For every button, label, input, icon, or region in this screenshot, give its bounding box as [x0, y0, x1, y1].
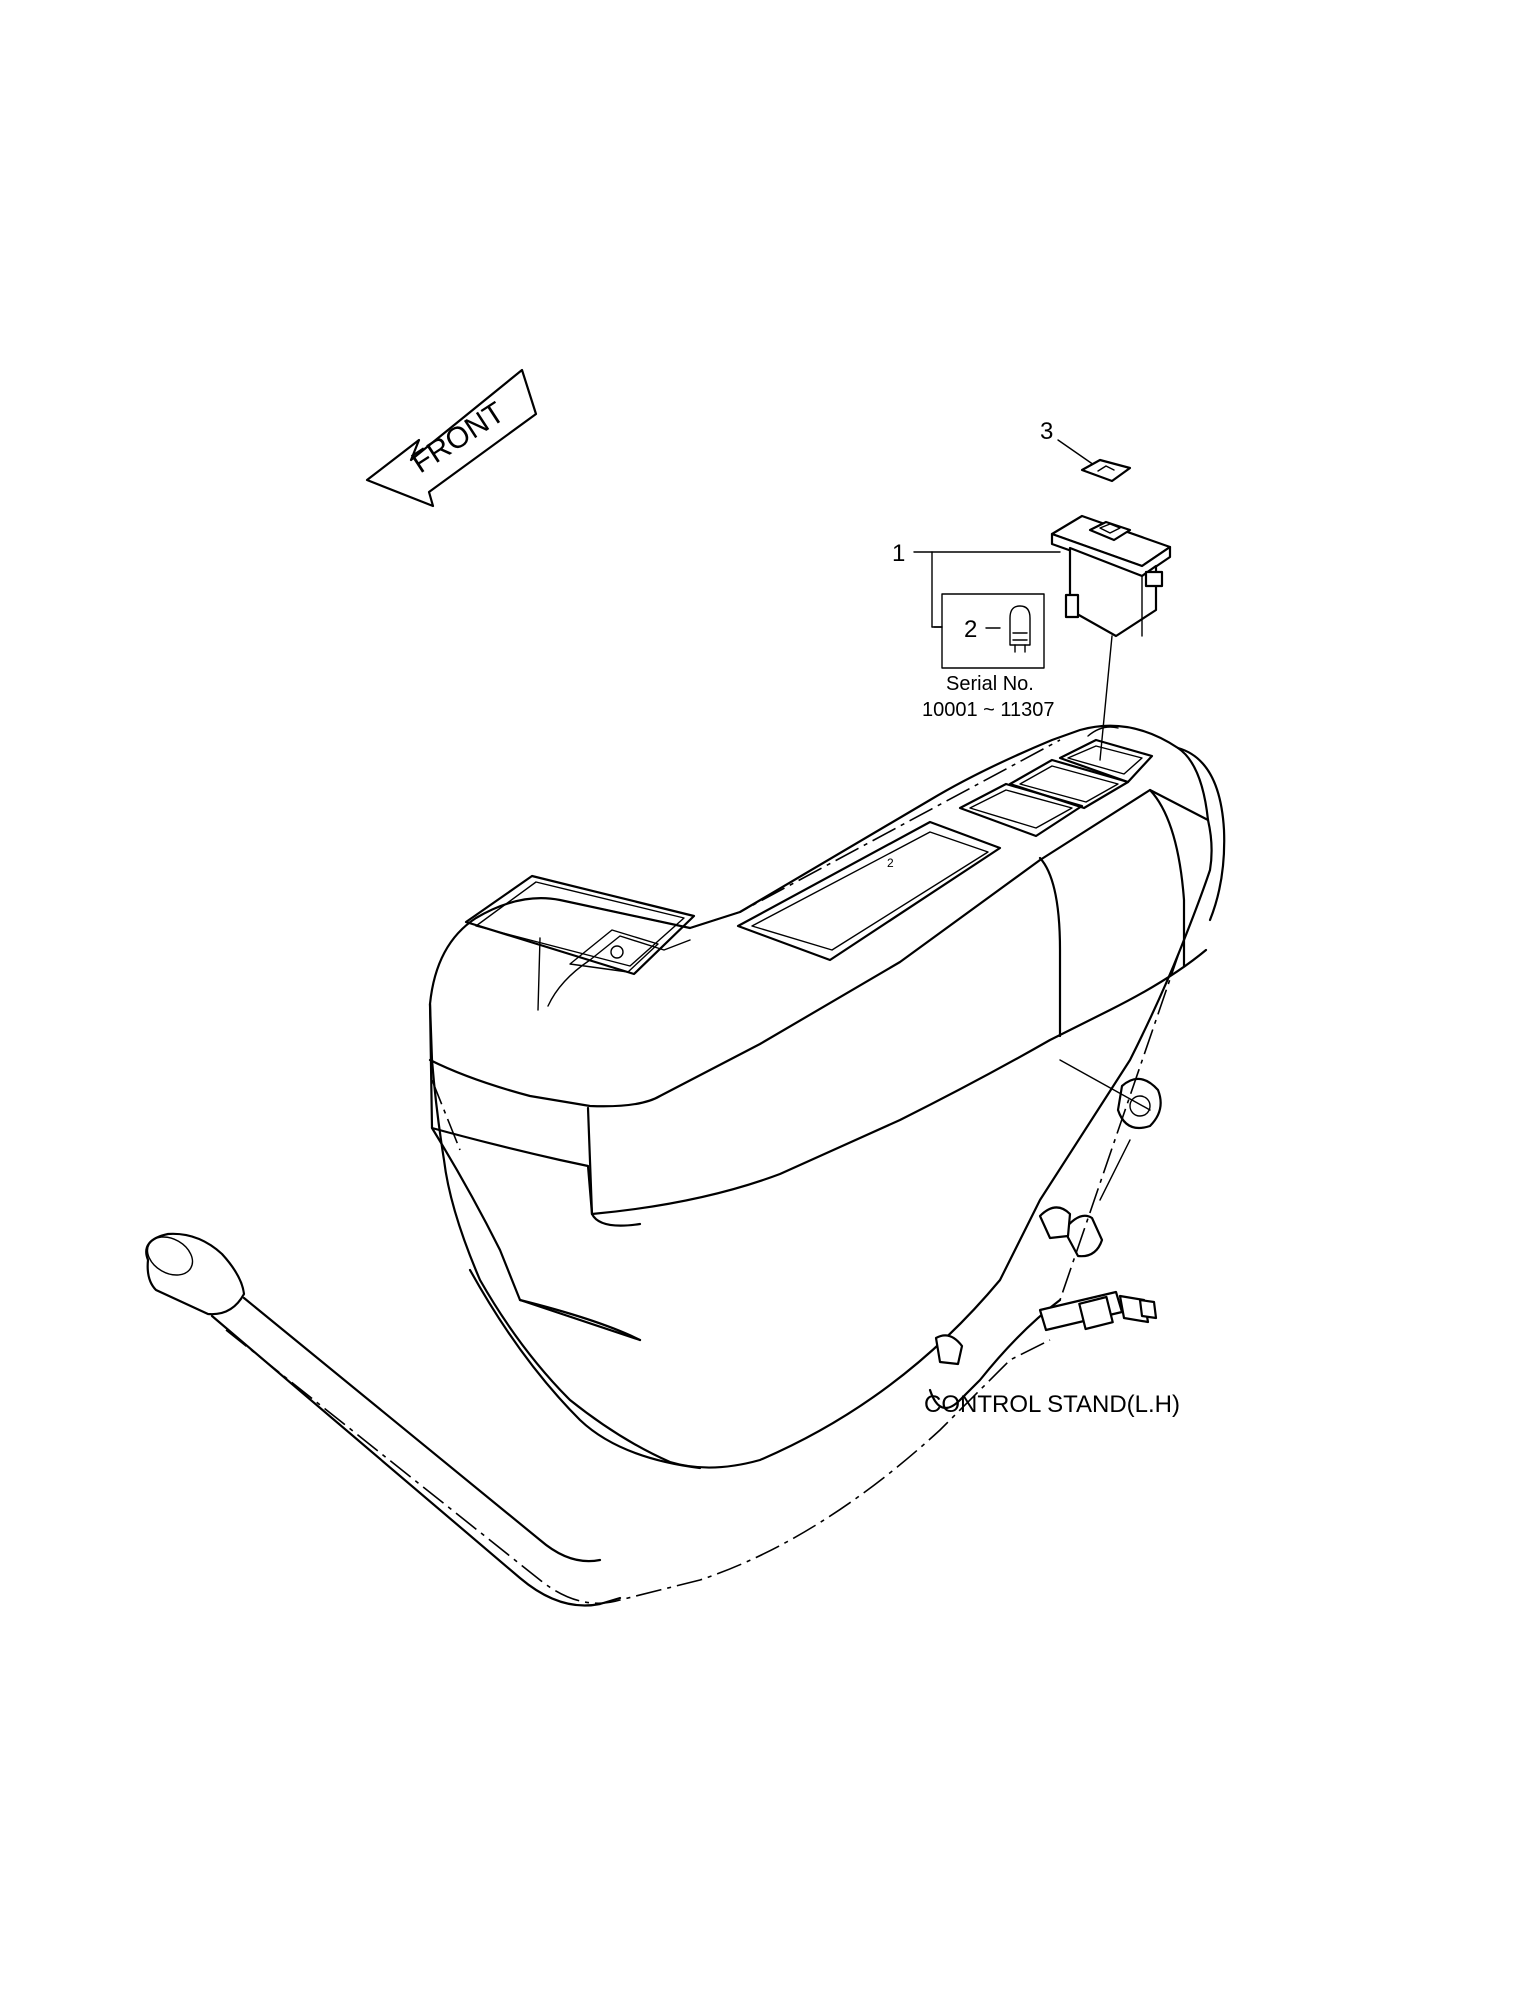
assembly-center-lines	[225, 739, 1181, 1605]
console-mark: 2	[887, 856, 894, 870]
serial-number-range: 10001 ~ 11307	[922, 699, 1055, 721]
front-arrow: FRONT	[365, 368, 538, 508]
callout-2-box: 2 Serial No. 10001 ~ 11307	[922, 593, 1055, 721]
callout-3-number: 3	[1040, 418, 1053, 445]
assembly-caption: CONTROL STAND(L.H)	[924, 1391, 1180, 1418]
hand-lever	[145, 1232, 622, 1607]
front-arrow-label: FRONT	[406, 396, 511, 480]
console-openings: 2	[464, 726, 1154, 1011]
callout-1-number: 1	[892, 540, 905, 567]
serial-number-title: Serial No.	[946, 673, 1034, 695]
bulb-icon	[1009, 605, 1031, 653]
callout-2-number: 2	[964, 616, 977, 643]
callout-1: 1	[892, 540, 1061, 628]
linkage-hardware	[928, 1059, 1162, 1410]
lens-cap-part	[1080, 458, 1132, 483]
control-stand-body	[428, 724, 1226, 1470]
callout-3: 3	[1040, 418, 1095, 466]
rocker-switch-part	[1050, 514, 1172, 761]
